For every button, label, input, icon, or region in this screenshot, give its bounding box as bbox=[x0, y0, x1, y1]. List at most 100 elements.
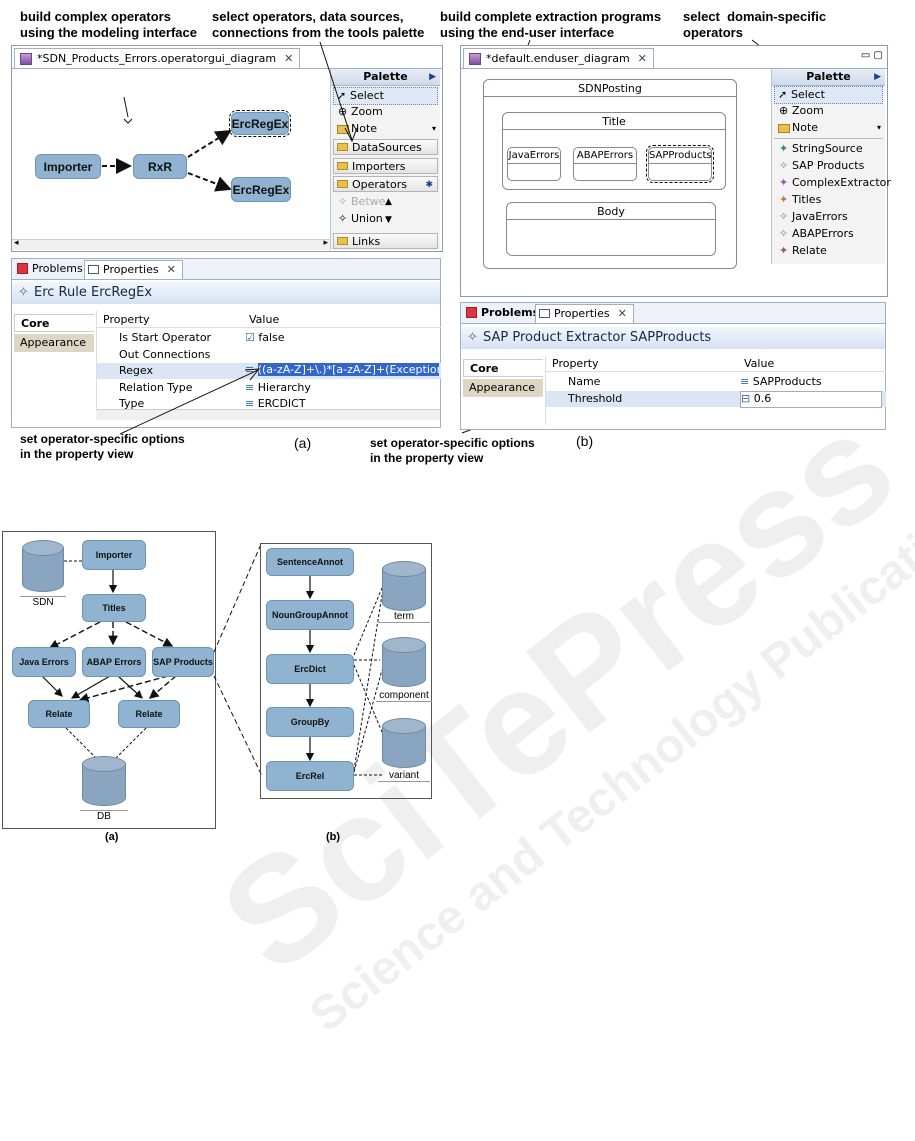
palette-note-tool[interactable]: Note▾ bbox=[776, 120, 881, 136]
side-tab-core[interactable]: Core bbox=[14, 314, 94, 332]
palette-header[interactable]: Palette ▶ bbox=[331, 69, 440, 86]
scroll-down-icon[interactable]: ▼ bbox=[385, 215, 392, 225]
property-value[interactable]: ≡ Hierarchy bbox=[245, 381, 311, 394]
palette-section-links[interactable]: Links bbox=[333, 233, 438, 249]
side-tab-appearance[interactable]: Appearance bbox=[463, 379, 543, 397]
palette-title: Palette bbox=[363, 70, 408, 83]
section-datasources-label: DataSources bbox=[352, 141, 422, 154]
container-body[interactable]: Body bbox=[506, 202, 716, 256]
palette-operator-between[interactable]: ✧Betwe▲ bbox=[335, 194, 392, 210]
palette-zoom-tool[interactable]: ⊕Zoom bbox=[776, 103, 824, 119]
scroll-left-icon[interactable]: ◂ bbox=[14, 238, 19, 248]
editor-divider bbox=[461, 68, 887, 69]
tab-enduser-diagram[interactable]: *default.enduser_diagram✕ bbox=[463, 48, 654, 69]
threshold-input[interactable]: ⊟ 0.6 bbox=[740, 391, 882, 408]
annotation-property-view-b: set operator-specific options in the pro… bbox=[370, 436, 535, 465]
node-abap-errors[interactable]: ABAP Errors bbox=[82, 647, 146, 677]
close-icon[interactable]: ✕ bbox=[284, 52, 294, 65]
close-icon[interactable]: ✕ bbox=[617, 307, 627, 320]
palette-select-label: Select bbox=[350, 89, 384, 102]
node-importer-a[interactable]: Importer bbox=[82, 540, 146, 570]
diagram-canvas[interactable]: Importer RxR ErcRegEx ErcRegEx bbox=[12, 69, 330, 239]
properties-scrollbar[interactable] bbox=[96, 409, 440, 420]
palette-item-javaerrors[interactable]: ✧JavaErrors bbox=[776, 209, 848, 225]
node-importer[interactable]: Importer bbox=[35, 154, 101, 179]
close-icon[interactable]: ✕ bbox=[637, 52, 647, 65]
palette-section-importers[interactable]: Importers bbox=[333, 158, 438, 174]
horizontal-scrollbar[interactable]: ◂ ▸ bbox=[12, 238, 330, 250]
palette-menu-icon[interactable]: ▶ bbox=[429, 72, 436, 82]
pin-icon[interactable]: ✱ bbox=[425, 180, 433, 190]
db-component bbox=[382, 637, 426, 687]
tab-problems[interactable]: Problems bbox=[14, 260, 89, 278]
palette-section-datasources[interactable]: DataSources bbox=[333, 139, 438, 155]
palette-item-titles[interactable]: ✦Titles bbox=[776, 192, 821, 208]
box-sapproducts-selected[interactable]: SAPProducts bbox=[646, 145, 714, 183]
scroll-up-icon[interactable]: ▲ bbox=[385, 197, 392, 207]
node-ercregex[interactable]: ErcRegEx bbox=[231, 177, 291, 202]
container-sdnposting[interactable]: SDNPosting Title JavaErrors ABAPErrors S… bbox=[483, 79, 737, 269]
tab-problems[interactable]: Problems bbox=[463, 304, 545, 322]
node-relate-1[interactable]: Relate bbox=[28, 700, 90, 728]
node-ercregex-selected[interactable]: ErcRegEx bbox=[229, 110, 291, 137]
palette-item-abaperrors[interactable]: ✧ABAPErrors bbox=[776, 226, 854, 242]
box-sapproducts-label: SAPProducts bbox=[649, 150, 712, 161]
palette-title: Palette bbox=[806, 70, 851, 83]
palette-select-tool[interactable]: ➚Select bbox=[333, 87, 438, 105]
connection-rxr-ercregex-top[interactable] bbox=[187, 129, 232, 158]
scroll-right-icon[interactable]: ▸ bbox=[323, 238, 328, 248]
property-name: Threshold bbox=[568, 392, 623, 405]
property-value[interactable]: ≡ ERCDICT bbox=[245, 397, 306, 410]
palette-item-relate[interactable]: ✦Relate bbox=[776, 243, 827, 259]
palette-item-sap-products[interactable]: ✧SAP Products bbox=[776, 158, 864, 174]
side-tab-core[interactable]: Core bbox=[463, 359, 543, 377]
palette-menu-icon[interactable]: ▶ bbox=[874, 72, 881, 82]
tab-properties[interactable]: Properties ✕ bbox=[84, 260, 183, 279]
palette-operator-union[interactable]: ✧Union▼ bbox=[335, 211, 392, 227]
column-property[interactable]: Property bbox=[552, 357, 599, 370]
property-value[interactable]: ≡ SAPProducts bbox=[740, 375, 822, 388]
window-controls[interactable]: ▭ ▢ bbox=[860, 50, 883, 61]
note-icon bbox=[778, 124, 790, 133]
dropdown-icon[interactable]: ▾ bbox=[431, 124, 436, 133]
enduser-canvas[interactable]: SDNPosting Title JavaErrors ABAPErrors S… bbox=[461, 69, 771, 294]
close-icon[interactable]: ✕ bbox=[166, 263, 176, 276]
box-abaperrors[interactable]: ABAPErrors bbox=[573, 147, 637, 181]
box-javaerrors[interactable]: JavaErrors bbox=[507, 147, 561, 181]
node-ercrel[interactable]: ErcRel bbox=[266, 761, 354, 791]
property-value[interactable]: ☑ false bbox=[245, 331, 285, 344]
node-relate-2[interactable]: Relate bbox=[118, 700, 180, 728]
node-ercregex-label: ErcRegEx bbox=[232, 182, 290, 197]
node-sentenceannot[interactable]: SentenceAnnot bbox=[266, 548, 354, 576]
tab-properties-label: Properties bbox=[103, 263, 159, 276]
palette-item-complexextractor[interactable]: ✦ComplexExtractor bbox=[776, 175, 891, 191]
column-value[interactable]: Value bbox=[249, 313, 280, 326]
node-groupby[interactable]: GroupBy bbox=[266, 707, 354, 737]
operator-union-label: Union bbox=[351, 212, 383, 225]
tab-operator-diagram-label: *SDN_Products_Errors.operatorgui_diagram bbox=[37, 52, 277, 65]
node-java-errors[interactable]: Java Errors bbox=[12, 647, 76, 677]
tab-operator-diagram[interactable]: *SDN_Products_Errors.operatorgui_diagram… bbox=[14, 48, 301, 69]
right-palette: Palette ▶ ➚Select ⊕Zoom Note▾ ✦StringSour… bbox=[771, 69, 891, 264]
palette-item-stringsource[interactable]: ✦StringSource bbox=[776, 141, 863, 157]
dropdown-icon[interactable]: ▾ bbox=[876, 123, 881, 132]
node-noungroupannot[interactable]: NounGroupAnnot bbox=[266, 600, 354, 630]
node-titles[interactable]: Titles bbox=[82, 594, 146, 622]
side-tab-appearance[interactable]: Appearance bbox=[14, 334, 94, 352]
column-value[interactable]: Value bbox=[744, 357, 775, 370]
node-label: SAP Products bbox=[153, 657, 213, 667]
node-sap-products[interactable]: SAP Products bbox=[152, 647, 214, 677]
palette-select-tool[interactable]: ➚Select bbox=[774, 86, 883, 104]
column-property[interactable]: Property bbox=[103, 313, 150, 326]
node-rxr[interactable]: RxR bbox=[133, 154, 187, 179]
palette-header[interactable]: Palette ▶ bbox=[772, 69, 885, 86]
property-name: Relation Type bbox=[119, 381, 193, 394]
node-ercdict[interactable]: ErcDict bbox=[266, 654, 354, 684]
container-title[interactable]: Title JavaErrors ABAPErrors SAPProducts bbox=[502, 112, 726, 190]
palette-note-tool[interactable]: Note▾ bbox=[335, 121, 436, 137]
column-header-line bbox=[97, 327, 441, 328]
palette-section-operators[interactable]: Operators✱ bbox=[333, 176, 438, 192]
tab-properties[interactable]: Properties✕ bbox=[535, 304, 634, 323]
tab-problems-label: Problems bbox=[32, 262, 83, 275]
node-label: Relate bbox=[135, 709, 163, 719]
